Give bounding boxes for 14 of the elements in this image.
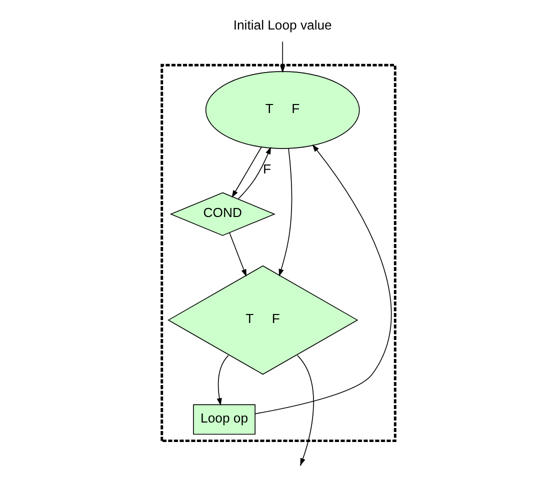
node-diamond: COND (169, 192, 275, 236)
arrow (280, 41, 285, 73)
arrow (228, 232, 246, 277)
arrow (216, 354, 228, 406)
arrow (278, 148, 292, 276)
arrow (231, 146, 262, 198)
arrow (237, 146, 270, 200)
node-diamond: T F (167, 265, 358, 375)
node-ellipse: T F (204, 71, 360, 149)
node-box: Loop op (192, 404, 255, 435)
edge-label: F (262, 162, 271, 177)
node-text: Initial Loop value (232, 18, 332, 33)
arrow (296, 354, 314, 466)
arrow (254, 144, 392, 414)
